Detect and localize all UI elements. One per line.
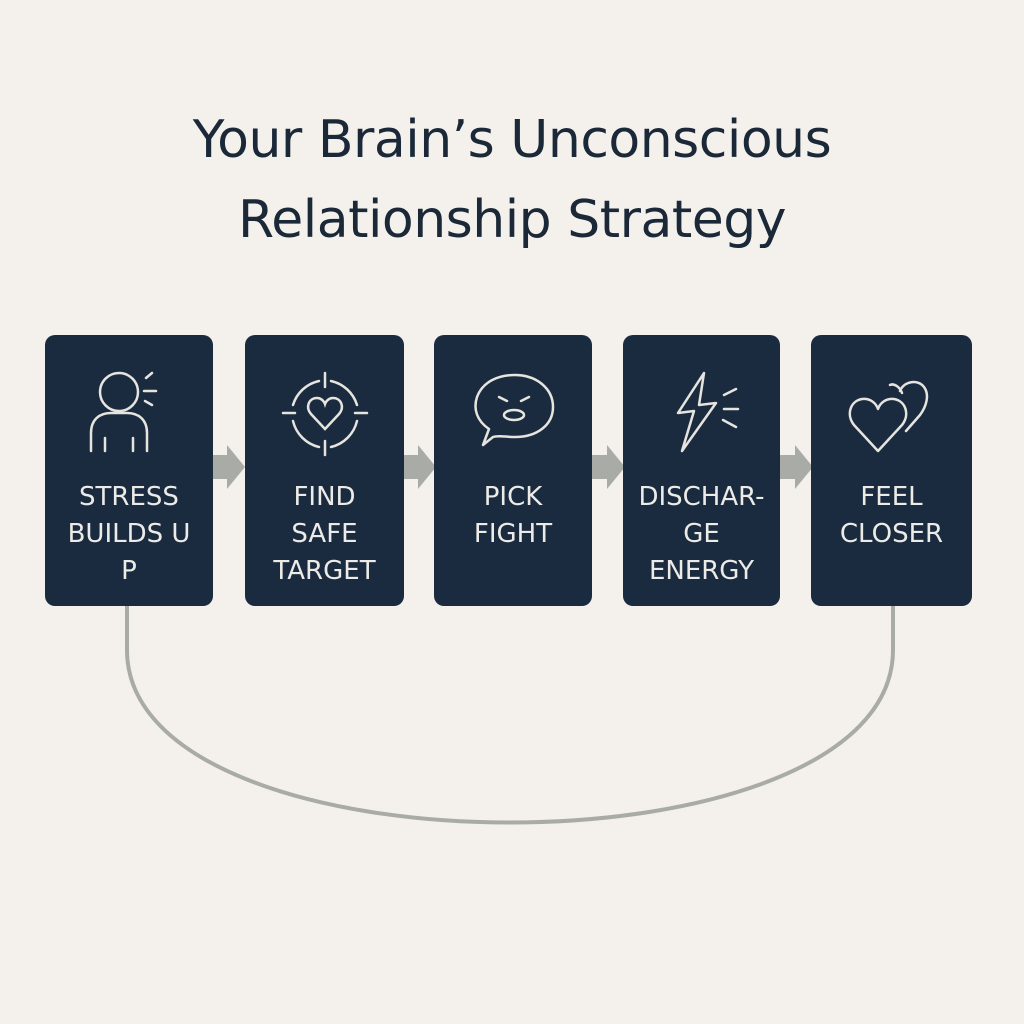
stressed-person-icon <box>89 371 158 453</box>
step-label: STRESS BUILDS U P <box>45 479 213 590</box>
flow-arrow-2 <box>404 445 436 489</box>
label-line: SAFE <box>291 519 358 549</box>
label-line: TARGET <box>273 556 376 586</box>
lightning-bolt-icon <box>676 371 739 453</box>
flow-arrow-4 <box>780 445 813 489</box>
page-title: Your Brain’s Unconscious Relationship St… <box>0 100 1024 260</box>
label-line: FIGHT <box>473 519 553 549</box>
label-line: PICK <box>483 482 543 512</box>
label-line: GE <box>683 519 720 549</box>
label-line: FIND <box>293 482 356 512</box>
two-hearts-icon <box>848 380 928 453</box>
label-line: CLOSER <box>839 519 944 549</box>
label-line: P <box>121 556 137 586</box>
label-line: ENERGY <box>648 556 755 586</box>
loop-back-arrow <box>125 606 895 825</box>
step-label: FEEL CLOSER <box>811 479 972 553</box>
title-line-2: Relationship Strategy <box>237 190 787 250</box>
label-line: STRESS <box>79 482 179 512</box>
title-line-1: Your Brain’s Unconscious <box>192 110 832 170</box>
angry-speech-bubble-icon <box>474 373 555 447</box>
heart-target-icon <box>281 371 368 457</box>
label-line: FEEL <box>860 482 923 512</box>
step-label: DISCHAR- GE ENERGY <box>623 479 780 590</box>
flow-arrow-3 <box>592 445 625 489</box>
label-line: BUILDS U <box>67 519 191 549</box>
step-stress-builds-up: STRESS BUILDS U P <box>45 335 213 606</box>
step-feel-closer: FEEL CLOSER <box>811 335 972 606</box>
step-label: PICK FIGHT <box>434 479 592 553</box>
step-discharge-energy: DISCHAR- GE ENERGY <box>623 335 780 606</box>
step-find-safe-target: FIND SAFE TARGET <box>245 335 404 606</box>
step-pick-fight: PICK FIGHT <box>434 335 592 606</box>
label-line: DISCHAR- <box>638 482 765 512</box>
flow-arrow-1 <box>213 445 245 489</box>
step-label: FIND SAFE TARGET <box>245 479 404 590</box>
